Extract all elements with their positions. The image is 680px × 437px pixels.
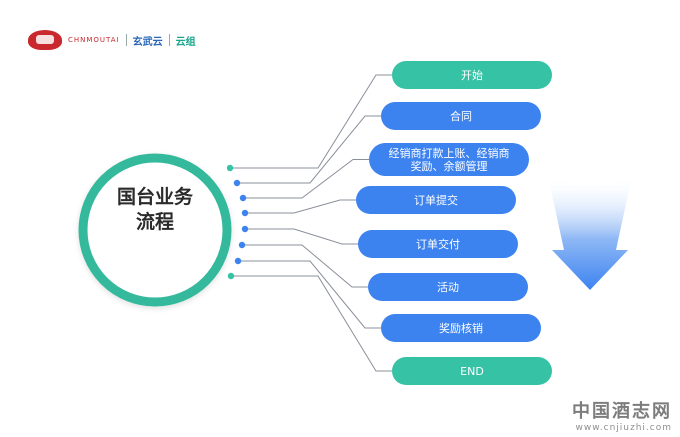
step-label-2: 合同 [450,109,472,123]
watermark: 中国酒志网 www.cnjiuzhi.com [572,397,672,433]
center-title: 国台业务 流程 [100,185,210,235]
seal-text: CHNMOUTAI [68,36,120,44]
step-pill-6 [368,273,528,301]
step-pill-5 [358,230,518,258]
connector-line-1 [230,74,392,169]
connector-dot-3 [239,194,247,202]
flow-direction-arrow [548,176,632,290]
step-label-4: 订单提交 [414,193,458,207]
step-pill-3 [369,143,529,176]
connector-dot-5 [241,225,249,233]
connector-dot-1 [226,164,234,172]
connector-line-3 [243,159,369,199]
brand-secondary: 云组 [175,36,196,48]
header-logos: CHNMOUTAI 玄武云 云组 [28,30,196,50]
watermark-url: www.cnjiuzhi.com [575,423,672,433]
connectors [230,74,392,372]
connector-line-4 [245,199,356,214]
connector-line-5 [245,228,358,245]
brand-primary: 玄武云 [132,36,163,48]
center-title-line2: 流程 [135,211,174,233]
connector-line-6 [242,244,368,288]
connector-line-7 [238,260,381,329]
step-label-7: 奖励核销 [439,321,483,335]
step-label-6: 活动 [437,280,459,294]
moutai-seal-logo [28,30,62,50]
connector-line-8 [231,275,392,372]
connector-dot-8 [227,272,235,280]
step-pills [356,61,552,385]
connector-dot-7 [234,257,242,265]
connector-dot-4 [241,209,249,217]
center-inner-circle [93,168,217,292]
center-title-line1: 国台业务 [116,186,193,208]
connector-dot-6 [238,241,246,249]
step-pill-2 [381,102,541,130]
connector-line-2 [237,115,381,184]
step-pill-8 [392,357,552,385]
step-label-5: 订单交付 [416,237,460,251]
connector-dots [226,164,249,280]
step-pill-4 [356,186,516,214]
step-pill-1 [392,61,552,89]
step-label-1: 开始 [461,68,483,82]
step-pill-7 [381,314,541,342]
watermark-title: 中国酒志网 [572,401,672,422]
divider [125,34,127,46]
step-label-3: 经销商打款上账、经销商 奖励、余额管理 [388,146,510,173]
connector-dot-2 [233,179,241,187]
step-label-8: END [460,364,484,378]
divider [168,34,170,46]
